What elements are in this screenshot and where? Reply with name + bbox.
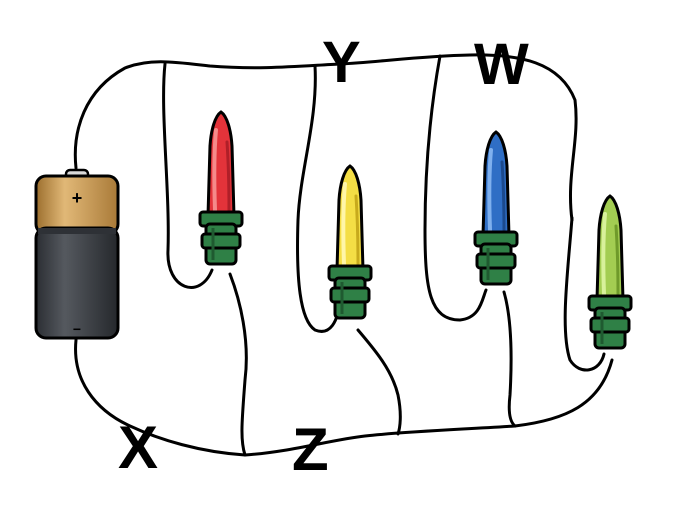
wire-branch-blue-bottom <box>502 290 517 428</box>
battery: + − <box>34 168 120 340</box>
wire-branch-red-bottom <box>228 272 248 457</box>
wire-bottom <box>74 338 614 457</box>
wire-branch-yellow-top <box>296 64 342 333</box>
bulbs <box>198 110 633 350</box>
battery-positive-sign: + <box>72 188 83 208</box>
label-y: Y <box>322 30 361 95</box>
label-x: X <box>118 414 159 481</box>
bulb-green <box>587 194 633 350</box>
wire-branch-green-top <box>563 216 606 372</box>
battery-negative-sign: − <box>73 321 81 337</box>
wire-branch-red-top <box>162 62 214 289</box>
wire-branch-yellow-bottom <box>356 328 402 436</box>
bulb-blue <box>473 130 519 286</box>
label-w: W <box>474 32 529 97</box>
wire-top <box>73 53 578 222</box>
wire-branch-blue-top <box>423 54 488 322</box>
bulb-red <box>198 110 244 266</box>
wires <box>73 53 614 457</box>
bulb-yellow <box>327 164 373 320</box>
label-z: Z <box>292 416 329 483</box>
